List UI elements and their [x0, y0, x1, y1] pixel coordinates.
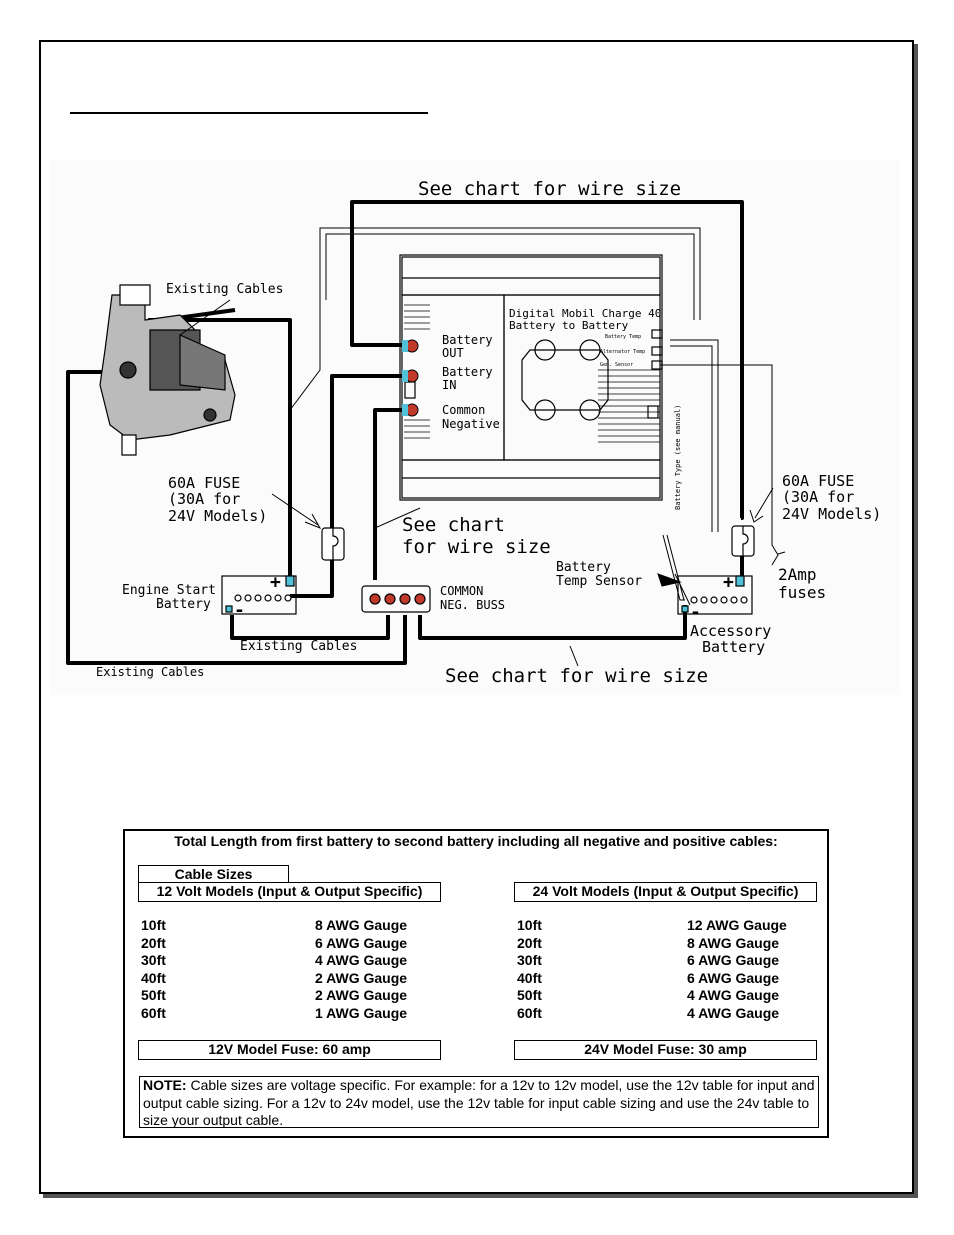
table-title: Total Length from first battery to secon…: [174, 833, 778, 849]
accessory-battery-plus: +: [723, 572, 734, 593]
wire-battery-in: [330, 374, 402, 528]
right-length: 50ft: [517, 987, 542, 1003]
label-battery-out-2: OUT: [442, 346, 464, 360]
accessory-battery-minus: -: [690, 602, 701, 623]
engine-battery-plus: +: [270, 572, 281, 593]
label-sensor-alternator-temp: Alternator Temp: [600, 349, 645, 355]
label-fuse-right-1: 60A FUSE: [782, 472, 854, 490]
label-sensor-battery-temp: Battery Temp: [605, 334, 641, 340]
left-length: 30ft: [141, 952, 166, 968]
left-gauge: 6 AWG Gauge: [315, 934, 408, 951]
right-gauge: 8 AWG Gauge: [687, 934, 780, 951]
wire-neg-to-accessory: [418, 605, 687, 640]
wire-fuse-left: [290, 550, 334, 598]
label-battery-in-1: Battery: [442, 365, 493, 379]
label-middle-wire-2: for wire size: [402, 536, 551, 558]
label-battery-out-1: Battery: [442, 333, 493, 347]
left-length: 20ft: [141, 934, 166, 951]
common-neg-buss: [361, 585, 431, 613]
left-gauge: 8 AWG Gauge: [315, 917, 408, 933]
right-gauge: 4 AWG Gauge: [687, 987, 780, 1003]
right-length: 10ft: [517, 917, 542, 933]
left-table-header: 12 Volt Models (Input & Output Specific): [138, 882, 441, 902]
right-gauge: 4 AWG Gauge: [687, 1004, 780, 1021]
label-neg-buss-2: NEG. BUSS: [440, 598, 505, 612]
right-gauge: 12 AWG Gauge: [687, 917, 787, 933]
wire-existing-mid: [230, 615, 390, 640]
label-middle-wire-1: See chart: [402, 514, 505, 536]
label-temp-sensor-1: Battery: [556, 560, 611, 575]
label-bottom-wire: See chart for wire size: [445, 665, 708, 687]
label-battery-type: Battery Type (see manual): [674, 405, 682, 510]
label-top-wire: See chart for wire size: [418, 178, 681, 200]
label-accessory-1: Accessory: [690, 622, 771, 640]
label-2amp-fuses-1: 2Amp: [778, 565, 817, 584]
left-gauge: 1 AWG Gauge: [315, 1004, 408, 1021]
charger-unit: [399, 254, 663, 501]
label-fuse-right-2: (30A for: [782, 488, 854, 506]
fuse-right: [731, 525, 755, 557]
wire-common-negative: [373, 408, 402, 580]
label-engine-start-1: Engine Start: [122, 583, 216, 598]
title-underline: [70, 112, 428, 114]
label-fuse-left-1: 60A FUSE: [168, 474, 240, 492]
right-length: 20ft: [517, 934, 542, 951]
label-existing-cables-bottom: Existing Cables: [96, 665, 204, 679]
label-charger-title-2: Battery to Battery: [509, 319, 629, 332]
engine-battery-minus: -: [234, 600, 245, 621]
label-accessory-2: Battery: [702, 638, 765, 656]
label-common-neg-1: Common: [442, 403, 485, 417]
right-gauge: 6 AWG Gauge: [687, 952, 780, 968]
label-common-neg-2: Negative: [442, 417, 500, 431]
left-length: 40ft: [141, 969, 166, 986]
label-fuse-left-3: 24V Models): [168, 507, 267, 525]
wire-engine-positive: [148, 318, 292, 580]
label-fuse-left-2: (30A for: [168, 490, 240, 508]
label-sensor-gen: Gen. Sensor: [600, 362, 633, 368]
note-box: NOTE: Cable sizes are voltage specific. …: [139, 1076, 819, 1128]
right-table-header: 24 Volt Models (Input & Output Specific): [514, 882, 817, 902]
left-gauge: 2 AWG Gauge: [315, 987, 408, 1003]
right-gauge: 6 AWG Gauge: [687, 969, 780, 986]
label-existing-cables-mid: Existing Cables: [240, 639, 357, 654]
wire-battery-out: [350, 200, 744, 520]
label-engine-start-2: Battery: [156, 597, 211, 612]
label-existing-cables-top: Existing Cables: [166, 282, 283, 297]
wire-existing-bottom: [66, 370, 407, 665]
charger-terminals: [402, 339, 419, 417]
label-temp-sensor-2: Temp Sensor: [556, 574, 642, 589]
left-fuse-box: 12V Model Fuse: 60 amp: [138, 1040, 441, 1060]
label-fuse-right-3: 24V Models): [782, 505, 881, 523]
right-fuse-box: 24V Model Fuse: 30 amp: [514, 1040, 817, 1060]
label-battery-in-2: IN: [442, 378, 456, 392]
note-label: NOTE:: [143, 1077, 187, 1093]
left-length: 60ft: [141, 1004, 166, 1021]
left-length: 50ft: [141, 987, 166, 1003]
right-length: 30ft: [517, 952, 542, 968]
cable-sizes-label: Cable Sizes: [138, 865, 289, 883]
label-2amp-fuses-2: fuses: [778, 583, 826, 602]
label-neg-buss-1: COMMON: [440, 584, 483, 598]
label-charger-title-1: Digital Mobil Charge 40: [509, 307, 661, 320]
left-length: 10ft: [141, 917, 166, 933]
accessory-battery: [677, 575, 753, 615]
right-length: 40ft: [517, 969, 542, 986]
cable-size-table: Total Length from first battery to secon…: [123, 829, 829, 1138]
left-gauge: 4 AWG Gauge: [315, 952, 408, 968]
fuse-left: [321, 527, 345, 561]
engine-start-battery: [221, 575, 297, 615]
note-text: Cable sizes are voltage specific. For ex…: [143, 1077, 815, 1128]
right-length: 60ft: [517, 1004, 542, 1021]
engine-illustration: [99, 284, 236, 456]
left-gauge: 2 AWG Gauge: [315, 969, 408, 986]
wiring-diagram: See chart for wire size Existing Cables …: [50, 160, 900, 695]
